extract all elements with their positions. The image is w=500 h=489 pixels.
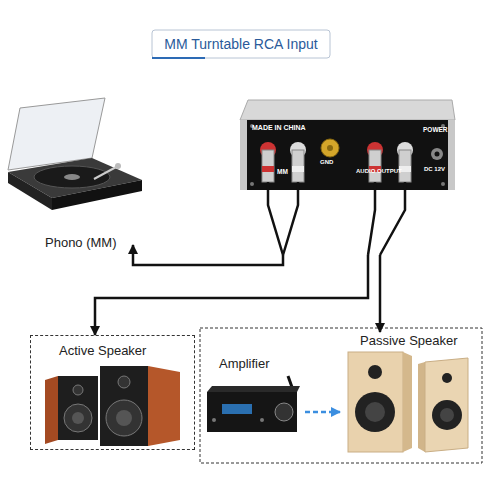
tonearm-pivot — [115, 163, 121, 169]
woofer — [64, 404, 92, 432]
amp-button — [212, 418, 216, 422]
node-label: MADE IN CHINA — [252, 124, 306, 132]
device-node: Amplifier — [205, 355, 305, 440]
speaker-side — [148, 366, 180, 446]
node-label: POWER — [423, 126, 448, 133]
preamp-side — [240, 120, 247, 190]
rca-plug — [262, 150, 274, 182]
woofer-cone — [116, 410, 132, 426]
plug-band — [262, 166, 274, 172]
tweeter — [73, 385, 83, 395]
amp-button — [260, 418, 264, 422]
node-label: AUDIO OUTPUT — [356, 168, 402, 175]
amplifier-illustration — [207, 376, 300, 432]
active-speaker-illustration — [45, 366, 180, 446]
speaker-side — [403, 352, 412, 452]
woofer-cone — [440, 408, 454, 422]
group-box: Active Speaker — [30, 335, 195, 450]
node-label: Passive Speaker — [360, 334, 458, 349]
speaker-front — [100, 366, 148, 446]
speaker-front — [58, 376, 98, 440]
amp-front — [207, 392, 297, 432]
node-label: MM — [277, 168, 288, 175]
diagram-title: MM Turntable RCA Input — [152, 30, 330, 58]
tweeter — [118, 376, 130, 388]
woofer — [432, 400, 462, 430]
rca-plug — [399, 150, 411, 182]
speaker-front — [425, 358, 468, 452]
signal-connector — [95, 255, 368, 335]
preamp-top — [240, 100, 455, 120]
device-node: Passive Speaker — [340, 332, 480, 457]
title-accent — [152, 57, 205, 59]
woofer-cone — [72, 412, 84, 424]
screw — [250, 182, 254, 186]
passive-speaker-illustration — [348, 352, 468, 452]
node-label: Active Speaker — [59, 344, 146, 359]
gnd-post-core — [327, 145, 333, 151]
plug-band — [292, 166, 304, 172]
speaker-side — [418, 362, 425, 452]
record-label — [64, 174, 80, 180]
group-frame — [200, 328, 482, 463]
woofer — [355, 392, 395, 432]
woofer-cone — [365, 402, 385, 422]
screw — [441, 182, 445, 186]
signal-connector — [133, 245, 283, 265]
amp-top — [207, 386, 300, 392]
rca-plug — [292, 150, 304, 182]
node-label: DC 12V — [424, 166, 445, 173]
rca-cable — [268, 182, 298, 255]
signal-connector — [379, 255, 382, 332]
speaker-side — [45, 376, 58, 444]
node-label: Phono (MM) — [45, 236, 117, 251]
preamp-node: MADE IN CHINA MM GND AUDIO OUTPUT POWER DC 12… — [240, 95, 455, 255]
preamp-side — [448, 120, 455, 190]
power-jack — [431, 148, 443, 160]
turntable-node: Phono (MM) — [0, 95, 145, 245]
woofer — [106, 400, 142, 436]
rca-cable — [368, 182, 405, 255]
preamp-illustration — [240, 100, 455, 190]
tweeter — [442, 373, 452, 383]
rca-plugs — [262, 150, 411, 255]
title-frame — [152, 30, 330, 58]
amp-display — [222, 404, 252, 414]
signal-connector — [305, 411, 340, 414]
power-jack-core — [435, 152, 440, 157]
turntable-illustration — [8, 98, 142, 210]
title-box — [152, 30, 330, 58]
rca-plug — [369, 150, 381, 182]
node-label: Amplifier — [219, 357, 270, 372]
speaker-front — [348, 352, 403, 452]
node-label: GND — [320, 159, 333, 166]
tweeter — [368, 365, 382, 379]
tonearm — [94, 166, 118, 179]
volume-knob — [275, 403, 293, 421]
preamp-front — [240, 120, 455, 190]
gnd-post — [321, 139, 339, 157]
